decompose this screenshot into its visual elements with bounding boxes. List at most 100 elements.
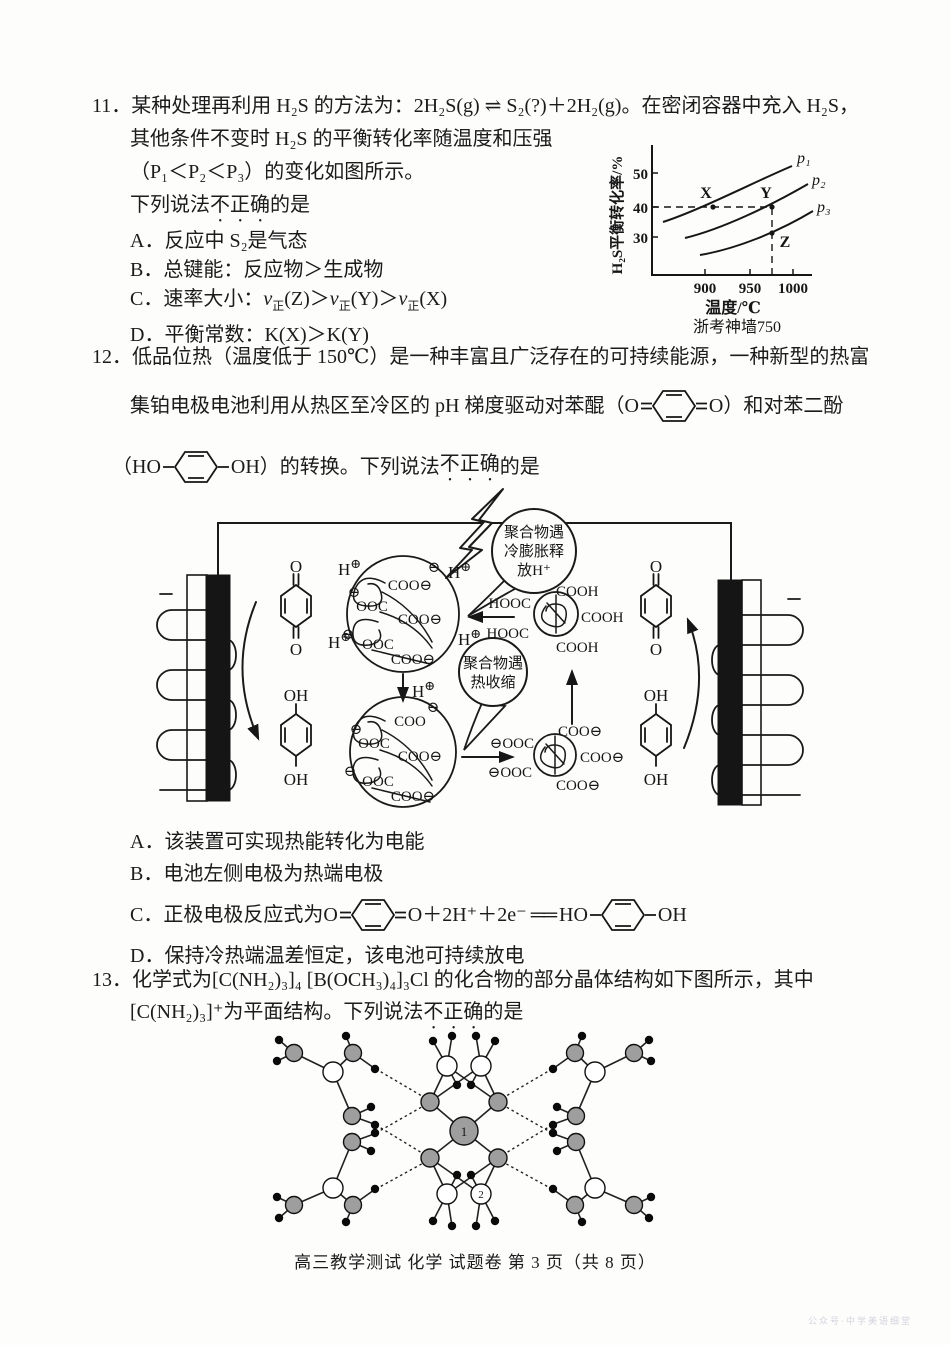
contracted-bottom-labels: ⊖OOC COO⊖ COO⊖ ⊖OOC COO⊖	[488, 724, 625, 794]
graph-axes	[651, 145, 812, 276]
right-quinone-ring	[640, 573, 672, 639]
hot-bubble	[458, 637, 528, 707]
q12-line1: 12．低品位热（温度低于 150℃）是一种丰富且广泛存在的可持续能源，一种新型的…	[92, 346, 870, 368]
svg-text:COOH: COOH	[556, 640, 599, 656]
right-electrode-black-bar	[717, 579, 743, 806]
ytick-50: 50	[633, 167, 648, 183]
x-axis-label: 温度/℃	[704, 298, 761, 317]
q12-options: A．该装置可实现热能转化为电能 B．电池左侧电极为热端电极 C．正极电极反应式为…	[130, 826, 890, 972]
right-reaction-arrow	[683, 617, 700, 749]
svg-text:⊖: ⊖	[344, 764, 357, 780]
svg-text:⊖: ⊖	[342, 627, 355, 643]
svg-text:COO⊖: COO⊖	[580, 750, 624, 766]
hydrogen-bonds	[375, 1068, 553, 1190]
right-electrode-white-bar	[741, 579, 762, 806]
polymer-bottom-labels: COO OOC COO⊖ OOC COO⊖ ⊖ ⊖ ⊖	[344, 700, 442, 805]
q13-line2: [C(NH₂)₃]⁺为平面结构。下列说法不正确的是	[130, 1001, 524, 1023]
polymer-top-labels: COO⊖ OOC COO⊖ OOC COO⊖ ⊖ ⊖ ⊖	[342, 560, 442, 668]
svg-text:⊖: ⊖	[350, 722, 363, 738]
curve-p2	[684, 183, 809, 239]
contracted-polymer-bottom	[533, 733, 577, 777]
graph-caption: 浙考神墙750	[693, 318, 781, 336]
atom-2-label: 2	[478, 1189, 484, 1201]
q11-line4: 下列说法不正确的是	[130, 194, 310, 216]
left-quinone-ring	[280, 573, 312, 639]
q12-number: 12．	[92, 346, 132, 368]
svg-text:H⊕: H⊕	[338, 556, 361, 579]
svg-text:O: O	[650, 557, 662, 576]
label-p3: p₃	[816, 199, 831, 216]
svg-text:⊖: ⊖	[348, 585, 361, 601]
white-atoms	[322, 1055, 606, 1205]
q12-line2: 集铂电极电池利用从热区至冷区的 pH 梯度驱动对苯醌（O O）和对苯二酚	[130, 373, 912, 439]
expanded-polymer-top	[346, 555, 460, 673]
polymer-squiggle-bottom	[352, 715, 433, 803]
svg-text:COO: COO	[394, 714, 426, 730]
right-hydroquinone-ring	[640, 703, 672, 767]
polymer-squiggle-top	[352, 577, 433, 665]
gray-atoms	[284, 1043, 644, 1215]
q12-option-a: A．该装置可实现热能转化为电能	[130, 831, 425, 853]
atom-1	[449, 1116, 479, 1146]
svg-text:OOC: OOC	[358, 736, 390, 752]
q12-option-b: B．电池左侧电极为热端电极	[130, 863, 384, 885]
q11-option-b: B．总键能：反应物＞生成物	[130, 259, 384, 281]
svg-text:⊖OOC: ⊖OOC	[490, 736, 534, 752]
svg-text:放H⁺: 放H⁺	[517, 562, 551, 579]
svg-text:H⊕: H⊕	[448, 559, 471, 582]
q12-line3: （HO OH）的转换。下列说法不正确的是	[112, 439, 912, 495]
point-z	[769, 230, 775, 236]
q12-option-d: D．保持冷热端温差恒定，该电池可持续放电	[130, 945, 525, 967]
left-hydroquinone-oh-top: OH	[284, 686, 309, 705]
q11-options: A．反应中 S₂是气态 B．总键能：反应物＞生成物 C．速率大小：v正(Z)＞v…	[130, 227, 892, 350]
atom-2	[470, 1183, 492, 1205]
q13-number: 13．	[92, 969, 132, 991]
left-reaction-arrow	[241, 601, 260, 741]
svg-text:COO⊖: COO⊖	[388, 578, 432, 594]
hydrogen-atoms	[272, 1031, 656, 1231]
svg-text:COO⊖: COO⊖	[556, 778, 600, 794]
h-plus-ions: H⊕ H⊕ H⊕ H⊕ H⊕	[328, 556, 481, 701]
svg-text:冷膨胀释: 冷膨胀释	[504, 543, 564, 560]
q11-line2: 其他条件不变时 H₂S 的平衡转化率随温度和压强	[130, 128, 553, 150]
circuit-wire	[217, 522, 732, 581]
xtick-1000: 1000	[778, 281, 808, 297]
q11-equilibrium-graph: 50 40 30 900 950 1000 X Y Z p₁ p₂ p₃ H₂S…	[608, 145, 831, 336]
question-13: 13．化学式为[C(NH₂)₃]₄ [B(OCH₃)₄]₃Cl 的化合物的部分晶…	[92, 964, 912, 1034]
label-x: X	[700, 185, 712, 202]
q11-option-a: A．反应中 S₂是气态	[130, 230, 308, 252]
label-y: Y	[760, 185, 772, 202]
contracted-top-labels: HOOC COOH COOH HOOC COOH	[486, 584, 623, 656]
ytick-40: 40	[633, 201, 648, 217]
left-quinone-o-top: O	[290, 557, 302, 576]
q11-line3: （P₁＜P₂＜P₃）的变化如图所示。	[130, 161, 425, 183]
svg-text:⊖: ⊖	[428, 560, 441, 576]
left-hydroquinone-oh-bottom: OH	[284, 770, 309, 789]
curve-p1	[662, 165, 793, 223]
contracted-polymer-top	[533, 591, 579, 637]
svg-text:OOC: OOC	[362, 637, 394, 653]
curve-p3	[699, 210, 814, 256]
svg-text:H⊕: H⊕	[458, 626, 481, 649]
xtick-950: 950	[739, 281, 762, 297]
contracted-squiggle-top	[540, 594, 568, 634]
quinone-structure-option-c	[338, 899, 407, 931]
xtick-900: 900	[694, 281, 717, 297]
cold-bubble-text: 聚合物遇	[504, 524, 564, 541]
svg-text:H⊕: H⊕	[412, 678, 435, 701]
q13-crystal-diagram: 1 2	[272, 1031, 656, 1231]
svg-text:OOC: OOC	[362, 774, 394, 790]
question-11: 11．某种处理再利用 H₂S 的方法为：2H₂S(g) ⇌ S₂(?)＋2H₂(…	[92, 90, 892, 350]
svg-text:HOOC: HOOC	[488, 596, 531, 612]
expanded-polymer-bottom	[349, 696, 457, 808]
page-footer: 高三教学测试 化学 试题卷 第 3 页（共 8 页）	[294, 1253, 656, 1272]
label-z: Z	[780, 234, 791, 251]
hydroquinone-structure-inline	[161, 451, 230, 483]
svg-text:HOOC: HOOC	[486, 626, 529, 642]
left-quinone-o-bottom: O	[290, 640, 302, 659]
q13-line1: 13．化学式为[C(NH₂)₃]₄ [B(OCH₃)₄]₃Cl 的化合物的部分晶…	[92, 969, 814, 991]
cold-bubble	[491, 508, 577, 594]
contracted-squiggle-bottom	[539, 735, 567, 775]
hot-bubble-tail	[463, 702, 507, 751]
